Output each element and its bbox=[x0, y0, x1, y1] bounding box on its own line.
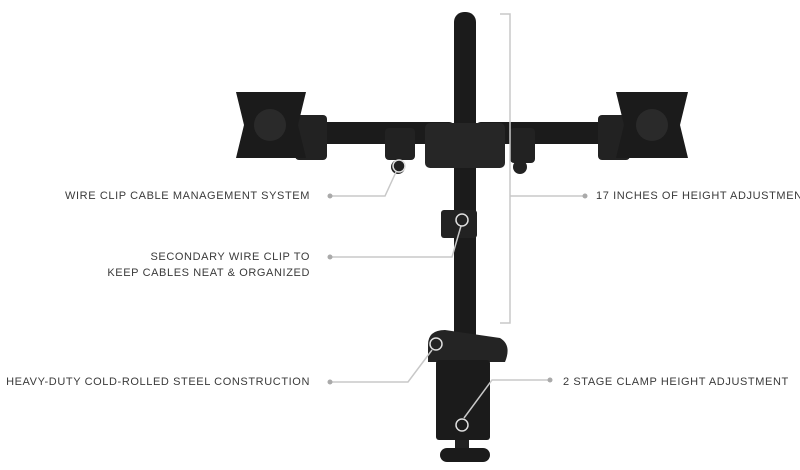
steel-construction-label: HEAVY-DUTY COLD-ROLLED STEEL CONSTRUCTIO… bbox=[6, 376, 310, 388]
clamp-adjustment-label: 2 STAGE CLAMP HEIGHT ADJUSTMENT bbox=[563, 376, 789, 388]
monitor-mount bbox=[236, 12, 688, 462]
secondary-clip-label-line1: SECONDARY WIRE CLIP TO bbox=[150, 251, 310, 263]
secondary-clip-label-line2: KEEP CABLES NEAT & ORGANIZED bbox=[107, 267, 310, 279]
clamp-top bbox=[428, 330, 508, 362]
height-adjustment-label: 17 INCHES OF HEIGHT ADJUSTMENT bbox=[596, 190, 800, 202]
callout-dots bbox=[327, 193, 588, 385]
clamp-foot bbox=[440, 448, 490, 462]
callout-lines bbox=[330, 13, 585, 432]
wire-clip-label: WIRE CLIP CABLE MANAGEMENT SYSTEM bbox=[65, 190, 310, 202]
pole bbox=[454, 12, 476, 347]
clamp-body bbox=[436, 360, 490, 440]
